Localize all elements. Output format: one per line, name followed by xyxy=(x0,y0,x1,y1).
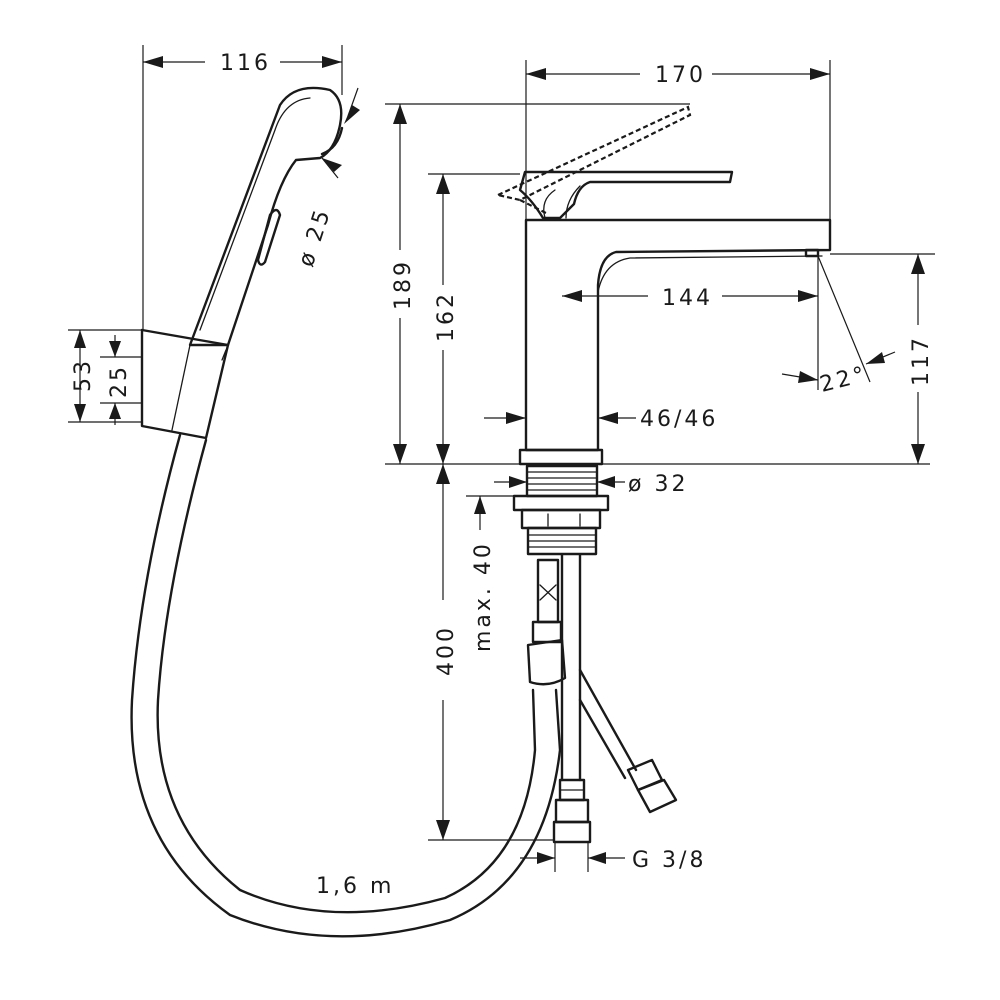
label-hose-depth: 400 xyxy=(434,625,459,676)
hose-connector xyxy=(526,620,567,686)
connection-hoses xyxy=(536,553,678,844)
label-spout-height-total: 189 xyxy=(391,259,416,310)
label-max-thickness: max. 40 xyxy=(471,541,496,652)
threaded-shank xyxy=(512,464,610,556)
label-outlet-height: 117 xyxy=(909,335,934,386)
label-spray-diameter: ø 25 xyxy=(294,205,336,270)
label-spray-angle: 22° xyxy=(817,362,870,398)
label-hose-length: 1,6 m xyxy=(316,874,394,899)
hand-shower xyxy=(188,86,344,347)
shower-hose xyxy=(130,433,562,938)
label-holder-height: 53 xyxy=(71,358,96,392)
dimension-lines xyxy=(68,45,935,872)
label-handshower-width: 116 xyxy=(220,51,271,76)
label-shank-diameter: ø 32 xyxy=(628,472,688,497)
shower-holder xyxy=(140,328,230,440)
label-holder-inner: 25 xyxy=(107,364,132,398)
label-spout-reach: 144 xyxy=(662,286,713,311)
label-body-size: 46/46 xyxy=(640,407,718,432)
label-spout-height: 162 xyxy=(434,291,459,342)
tap-lever xyxy=(494,105,734,220)
label-connection-thread: G 3/8 xyxy=(632,848,706,873)
dimension-labels: 116 ø 25 53 25 170 189 162 144 117 22° 4… xyxy=(71,48,934,899)
label-overall-length: 170 xyxy=(655,63,706,88)
